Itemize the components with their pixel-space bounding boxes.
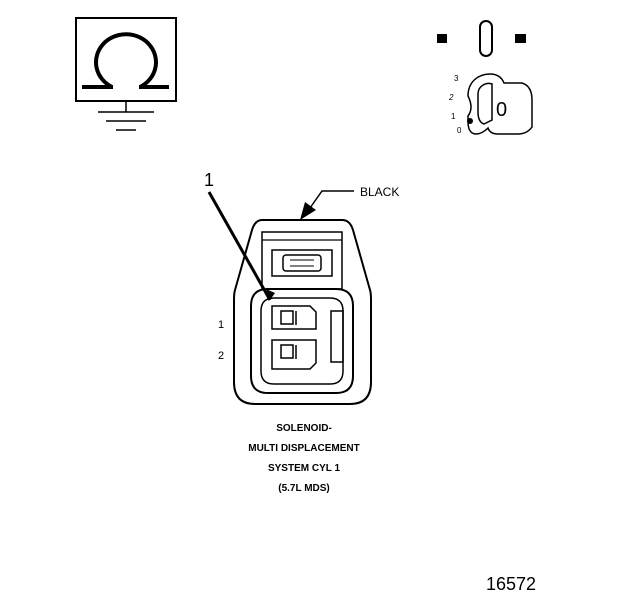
caption-line-4: (5.7L MDS) (278, 483, 330, 494)
figure-number: 16572 (486, 574, 536, 594)
terminal-cavity-1 (271, 305, 317, 330)
key-position-3: 3 (454, 74, 459, 83)
callout-number: 1 (204, 170, 214, 190)
pin-label-1: 1 (218, 319, 224, 331)
wire-color-label: BLACK (360, 185, 399, 199)
ignition-key-icon: 3 2 1 0 0 (437, 20, 533, 135)
terminal-cavity-2 (271, 339, 317, 370)
omega-ground-icon (75, 17, 177, 131)
key-position-1: 1 (451, 112, 456, 121)
key-position-2: 2 (448, 93, 454, 102)
key-position-0: 0 (457, 126, 462, 135)
wire-color-leader (309, 190, 354, 209)
caption-line-3: SYSTEM CYL 1 (268, 463, 340, 474)
pin-label-2: 2 (218, 350, 224, 362)
key-position-labels: 3 2 1 0 (448, 74, 462, 135)
wire-color-arrowhead (300, 202, 316, 220)
callout-arrowhead (266, 289, 275, 300)
key-current-position: 0 (496, 99, 507, 121)
solenoid-connector (233, 219, 372, 405)
component-caption: SOLENOID- MULTI DISPLACEMENT SYSTEM CYL … (248, 423, 359, 494)
caption-line-2: MULTI DISPLACEMENT (248, 443, 359, 454)
callout-leader (207, 191, 272, 301)
caption-line-1: SOLENOID- (276, 423, 332, 434)
